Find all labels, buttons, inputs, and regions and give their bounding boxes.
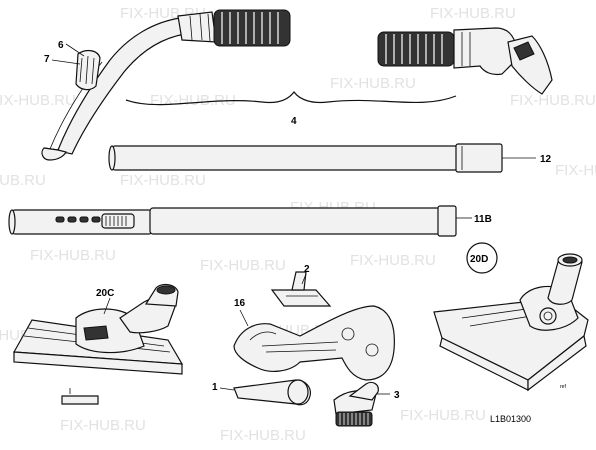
svg-text:6: 6 [58, 40, 64, 51]
svg-text:FIX-HUB.RU: FIX-HUB.RU [30, 247, 116, 264]
hose-end-connector-part [377, 27, 553, 95]
callout-2: 2 [301, 264, 310, 285]
corrugated-hose-right [377, 31, 455, 67]
svg-text:FIX-HUB.RU: FIX-HUB.RU [430, 5, 516, 22]
brace-4: 4 [125, 91, 457, 127]
svg-text:16: 16 [234, 298, 246, 309]
upholstery-tool-part [270, 271, 332, 307]
corrugated-hose [213, 9, 291, 47]
svg-text:12: 12 [540, 154, 552, 165]
tube-adjust-holes [55, 216, 101, 223]
callout-6: 6 [58, 40, 85, 57]
svg-text:FIX-HUB.RU: FIX-HUB.RU [220, 427, 306, 444]
svg-text:FIX-HUB.RU: FIX-HUB.RU [200, 257, 286, 274]
svg-text:1: 1 [212, 382, 218, 393]
svg-text:3: 3 [394, 390, 400, 401]
svg-text:FIX-HUB.RU: FIX-HUB.RU [510, 92, 596, 109]
svg-text:7: 7 [44, 54, 50, 65]
svg-text:20C: 20C [96, 288, 114, 299]
extension-tube-part [108, 143, 503, 173]
svg-text:FIX-HUB.RU: FIX-HUB.RU [400, 407, 486, 424]
svg-text:FIX-HUB.RU: FIX-HUB.RU [120, 172, 206, 189]
brush-bristles [335, 411, 373, 427]
callout-7: 7 [44, 54, 81, 65]
callout-20d: 20D [466, 242, 498, 274]
callout-1: 1 [212, 382, 235, 393]
svg-text:11B: 11B [474, 214, 492, 225]
floor-nozzle-part [13, 283, 184, 405]
svg-text:FIX-HUB.RU: FIX-HUB.RU [350, 252, 436, 269]
round-brush-part [333, 381, 379, 427]
callout-11b: 11B [456, 214, 492, 225]
callout-12: 12 [502, 154, 552, 165]
svg-text:4: 4 [291, 116, 297, 127]
svg-text:20D: 20D [470, 254, 488, 265]
svg-text:FIX-HUB.RU: FIX-HUB.RU [0, 92, 76, 109]
svg-text:FIX-HUB.RU: FIX-HUB.RU [0, 172, 46, 189]
drawing-reference: L1B01300 [490, 414, 531, 424]
svg-text:FIX-HUB.RU: FIX-HUB.RU [555, 162, 596, 179]
accessory-holder-part [233, 305, 395, 381]
crevice-tool-part [233, 379, 311, 406]
callout-16: 16 [234, 298, 249, 327]
tube-slide-lock [101, 213, 135, 229]
turbo-nozzle-part: ref [433, 253, 589, 392]
svg-text:ref: ref [560, 384, 566, 390]
callout-3: 3 [376, 390, 400, 401]
telescopic-tube-part [8, 205, 457, 237]
svg-text:FIX-HUB.RU: FIX-HUB.RU [60, 417, 146, 434]
svg-text:2: 2 [304, 264, 310, 275]
hose-handle-part [41, 9, 291, 161]
callout-20c: 20C [96, 288, 114, 315]
svg-text:FIX-HUB.RU: FIX-HUB.RU [330, 75, 416, 92]
